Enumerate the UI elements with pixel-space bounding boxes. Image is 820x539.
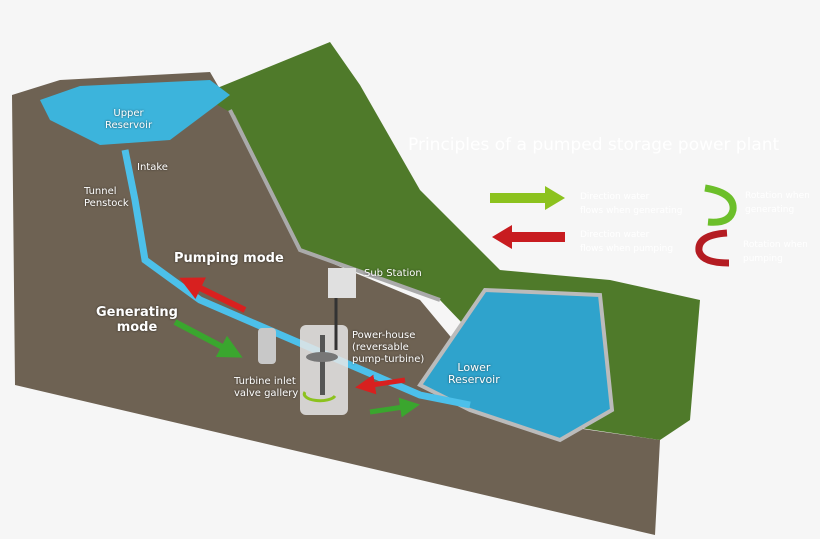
legend-pumping-rotation: Rotation when pumping — [743, 240, 808, 264]
label-lower-reservoir: Lower Reservoir — [448, 361, 500, 386]
legend-generating-rotation-icon — [704, 184, 737, 226]
label-intake: Intake — [137, 162, 168, 173]
label-tunnel-penstock: Tunnel Penstock — [84, 186, 129, 209]
legend-generating-rotation: Rotation when generating — [745, 191, 810, 215]
label-generating-mode: Generating mode — [96, 305, 178, 335]
sub-station-box — [328, 268, 356, 298]
legend-pumping-arrow — [492, 225, 565, 249]
rotation-arrows-turbine — [302, 391, 337, 403]
turbine-disc — [306, 352, 338, 362]
label-power-house: Power-house (reversable pump-turbine) — [352, 330, 425, 365]
legend-generating-flow: Direction water flows when generating — [580, 192, 683, 216]
valve-gallery — [258, 328, 276, 364]
label-pumping-mode: Pumping mode — [174, 251, 284, 266]
rock-edge — [228, 109, 441, 302]
legend-pumping-flow: Direction water flows when pumping — [580, 230, 674, 254]
pumping-arrow-lower — [355, 374, 406, 395]
label-turbine-inlet: Turbine inlet valve gallery — [234, 376, 299, 399]
upper-reservoir-water — [40, 80, 230, 145]
label-sub-station: Sub Station — [364, 268, 422, 279]
diagram-title: Principles of a pumped storage power pla… — [408, 135, 780, 155]
generating-arrow-penstock — [173, 319, 243, 358]
label-upper-reservoir: Upper Reservoir — [105, 108, 153, 131]
legend-pumping-rotation-icon — [695, 229, 730, 267]
legend-generating-arrow — [490, 186, 565, 210]
generating-arrow-lower — [369, 397, 420, 418]
penstock — [121, 149, 471, 409]
pumping-arrow-penstock — [179, 277, 247, 313]
turbine-shaft — [320, 335, 325, 395]
